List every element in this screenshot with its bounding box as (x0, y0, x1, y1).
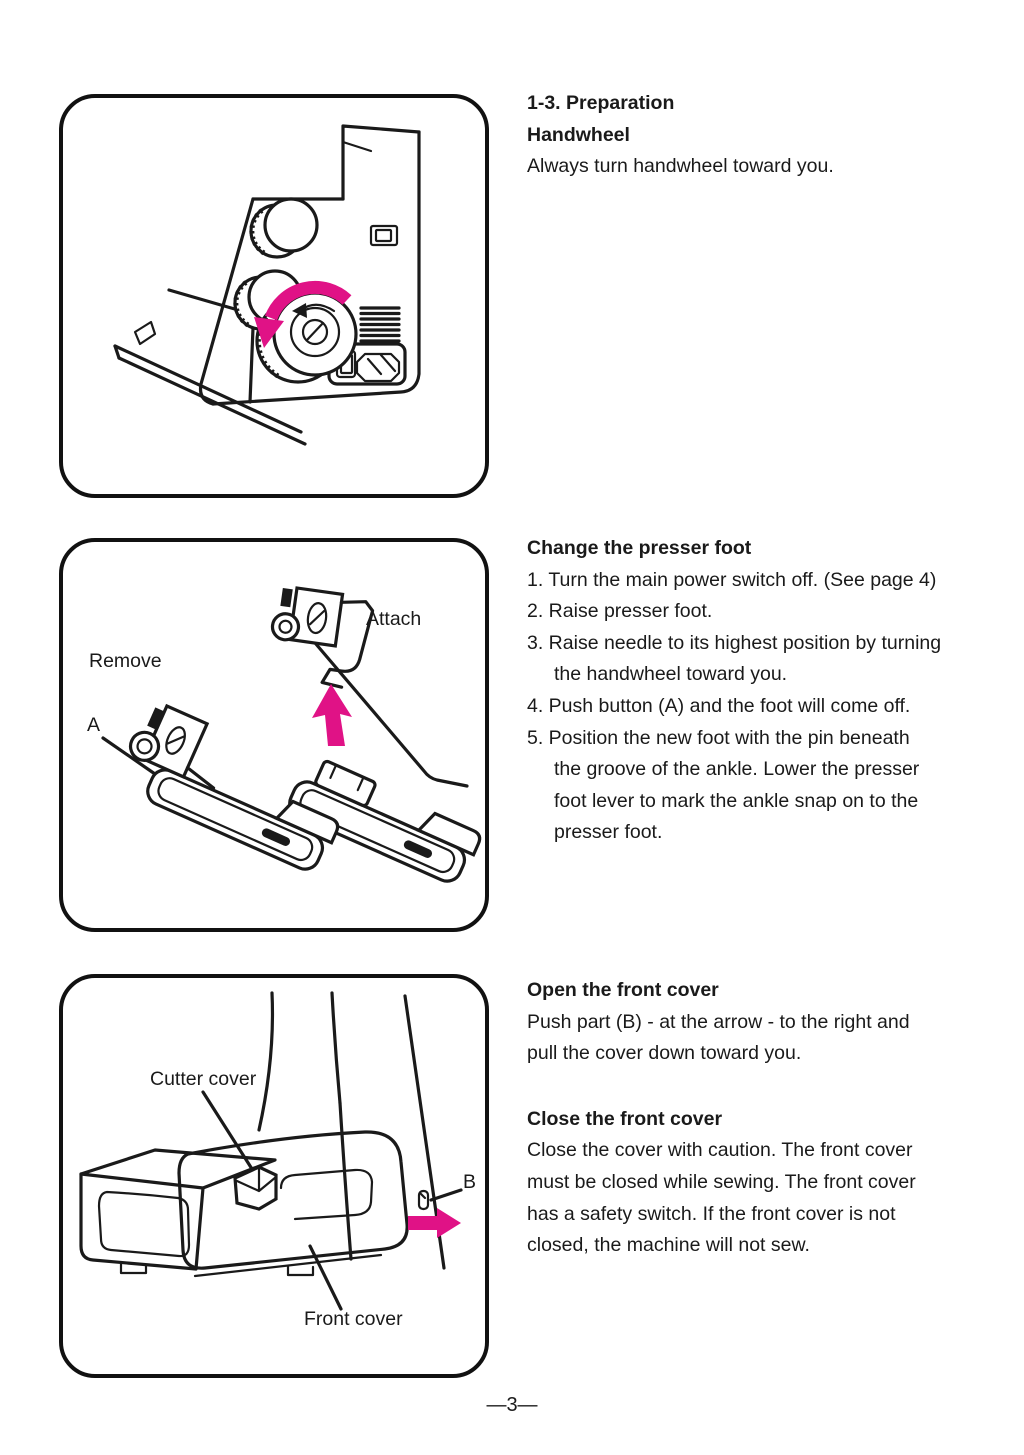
ankle-part (270, 586, 375, 689)
handwheel-subtitle: Handwheel (527, 123, 630, 146)
attach-up-arrow-icon (312, 684, 352, 746)
cutter-cover-label: Cutter cover (150, 1068, 257, 1090)
presser-foot-section: Change the presser foot 1. Turn the main… (527, 533, 1007, 849)
presser-foot-figure-box: Remove Attach A (59, 538, 489, 932)
cutter-cover-leader (201, 1090, 254, 1171)
page-number: —3— (486, 1394, 538, 1416)
flatbed-block (79, 1148, 315, 1277)
close-front-cover-title: Close the front cover (527, 1107, 723, 1130)
open-right-arrow-icon (408, 1208, 461, 1238)
machine-base-lines (113, 344, 307, 446)
handwheel-body: Always turn handwheel toward you. (527, 155, 834, 178)
cutter-cover (233, 1165, 278, 1211)
attach-foot (288, 759, 482, 883)
handwheel-illustration (113, 124, 421, 446)
vent-slots (359, 306, 401, 343)
handwheel-figure-box (59, 94, 489, 498)
tension-knobs (233, 197, 319, 331)
part-b-label: B (463, 1171, 477, 1193)
step-3: 3. Raise needle to its highest position … (527, 631, 942, 686)
front-cover-illustration (79, 991, 463, 1311)
front-cover-section: Open the front cover Push part (B) - at … (527, 975, 1007, 1262)
close-front-cover-body: Close the cover with caution. The front … (527, 1139, 916, 1257)
part-b-leader (429, 1188, 463, 1202)
remove-label: Remove (89, 650, 162, 672)
attach-label: Attach (366, 608, 422, 630)
remove-foot-assembly (128, 703, 340, 871)
open-front-cover-body: Push part (B) - at the arrow - to the ri… (527, 1010, 910, 1065)
preparation-section: 1-3. Preparation Handwheel Always turn h… (527, 88, 1007, 183)
front-cover-leader (308, 1244, 343, 1311)
label-a-leader (101, 736, 157, 776)
slot-b (417, 1189, 430, 1211)
presser-bar-rod (308, 635, 469, 788)
rotation-arrow-icon (254, 281, 352, 348)
section-title: 1-3. Preparation (527, 92, 675, 114)
presser-foot-title: Change the presser foot (527, 537, 752, 559)
open-front-cover-title: Open the front cover (527, 979, 719, 1001)
step-5: 5. Position the new foot with the pin be… (527, 726, 920, 844)
presser-foot-illustration (101, 586, 482, 883)
step-4: 4. Push button (A) and the foot will com… (527, 694, 911, 717)
front-cover-label: Front cover (304, 1308, 403, 1330)
front-cover-panel (177, 1130, 409, 1278)
front-cover-figure-box: Cutter cover B Front cover (59, 974, 489, 1378)
button-a-label: A (87, 714, 101, 736)
step-1: 1. Turn the main power switch off. (See … (527, 568, 937, 591)
step-2: 2. Raise presser foot. (527, 600, 713, 623)
